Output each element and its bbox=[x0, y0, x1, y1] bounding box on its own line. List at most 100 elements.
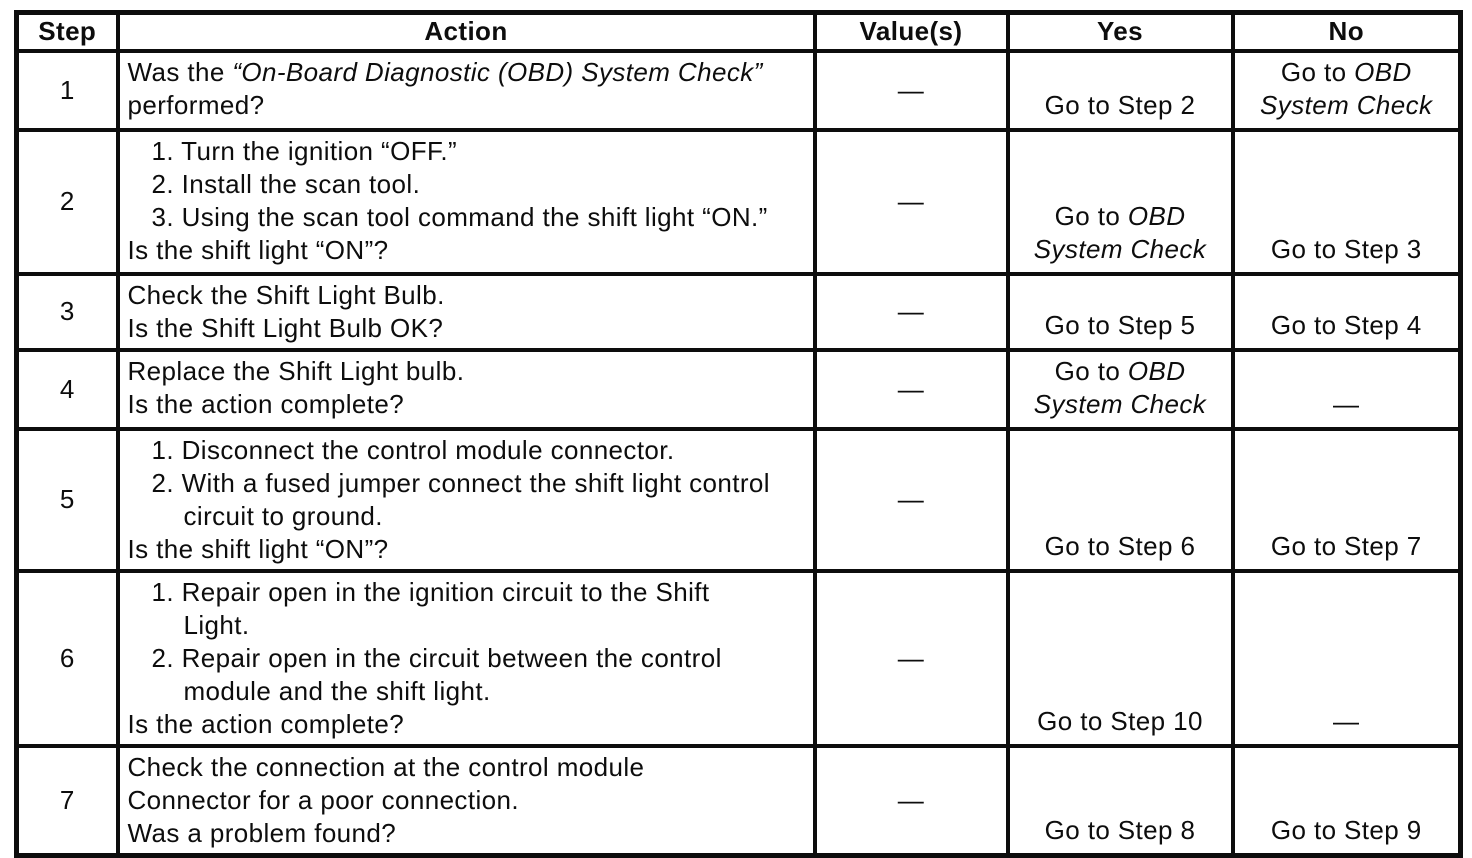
text-run: Go to Step 7 bbox=[1270, 530, 1422, 561]
step-cell: 3 bbox=[14, 271, 120, 352]
column-header-action: Action bbox=[115, 10, 817, 53]
action-line: Connector for a poor connection. bbox=[128, 784, 805, 817]
values-cell: — bbox=[812, 48, 1010, 132]
action-line: 2. Repair open in the circuit between th… bbox=[128, 642, 805, 675]
no-cell: Go to Step 7 bbox=[1230, 426, 1463, 573]
values-cell: — bbox=[812, 426, 1010, 573]
text-run: circuit to ground. bbox=[183, 500, 383, 531]
text-run: Go to Step 4 bbox=[1270, 309, 1422, 340]
action-line: performed? bbox=[128, 89, 805, 122]
values-cell: — bbox=[812, 271, 1010, 352]
text-run: performed? bbox=[127, 89, 265, 120]
text-run: Go to Step 10 bbox=[1037, 705, 1203, 736]
text-run: Replace the Shift Light bulb. bbox=[127, 355, 465, 386]
action-line: circuit to ground. bbox=[128, 500, 805, 533]
action-cell: Was the “On-Board Diagnostic (OBD) Syste… bbox=[115, 48, 817, 132]
values-cell: — bbox=[812, 347, 1010, 431]
step-cell: 6 bbox=[14, 568, 120, 748]
text-run: module and the shift light. bbox=[183, 675, 491, 706]
action-line: Is the shift light “ON”? bbox=[128, 533, 805, 566]
column-header-no: No bbox=[1230, 10, 1463, 53]
italic-text-run: “On-Board Diagnostic (OBD) System Check” bbox=[232, 56, 763, 87]
text-run: Go to Step 5 bbox=[1044, 309, 1196, 340]
italic-text-run: OBD bbox=[1127, 200, 1186, 231]
action-line: 2. With a fused jumper connect the shift… bbox=[128, 467, 805, 500]
action-cell: 1. Turn the ignition “OFF.”2. Install th… bbox=[115, 127, 817, 276]
text-run: Go to Step 9 bbox=[1270, 814, 1422, 845]
no-cell: — bbox=[1230, 347, 1463, 431]
no-line: — bbox=[1243, 705, 1451, 738]
step-cell: 1 bbox=[14, 48, 120, 132]
no-cell: Go to Step 3 bbox=[1230, 127, 1463, 276]
text-run: Is the shift light “ON”? bbox=[127, 533, 389, 564]
text-run: Go to bbox=[1280, 56, 1355, 87]
text-run: Is the action complete? bbox=[127, 388, 405, 419]
action-line: 1. Disconnect the control module connect… bbox=[128, 434, 805, 467]
action-line: Was the “On-Board Diagnostic (OBD) Syste… bbox=[128, 56, 805, 89]
text-run: Go to Step 2 bbox=[1044, 89, 1196, 120]
action-line: Replace the Shift Light bulb. bbox=[128, 355, 805, 388]
no-line: Go to Step 4 bbox=[1243, 309, 1451, 342]
text-run: 1. Turn the ignition “OFF.” bbox=[151, 135, 458, 166]
action-line: 1. Turn the ignition “OFF.” bbox=[128, 135, 805, 168]
italic-text-run: System Check bbox=[1033, 388, 1207, 419]
action-cell: 1. Repair open in the ignition circuit t… bbox=[115, 568, 817, 748]
values-cell: — bbox=[812, 743, 1010, 857]
yes-line: Go to Step 10 bbox=[1018, 705, 1223, 738]
text-run: — bbox=[1333, 388, 1360, 419]
text-run: Go to Step 3 bbox=[1270, 233, 1422, 264]
text-run: 2. Repair open in the circuit between th… bbox=[151, 642, 722, 673]
action-line: Check the Shift Light Bulb. bbox=[128, 279, 805, 312]
no-line: Go to Step 3 bbox=[1243, 233, 1451, 266]
column-header-yes: Yes bbox=[1005, 10, 1235, 53]
italic-text-run: OBD bbox=[1354, 56, 1412, 87]
action-line: 2. Install the scan tool. bbox=[128, 168, 805, 201]
text-run: Go to bbox=[1054, 355, 1128, 386]
yes-line: Go to Step 6 bbox=[1018, 530, 1223, 563]
action-line: Check the connection at the control modu… bbox=[128, 751, 805, 784]
text-run: 1. Disconnect the control module connect… bbox=[151, 434, 675, 465]
text-run: 1. Repair open in the ignition circuit t… bbox=[151, 576, 710, 607]
values-cell: — bbox=[812, 568, 1010, 748]
yes-line: Go to Step 2 bbox=[1018, 89, 1223, 122]
yes-line: Go to OBD bbox=[1018, 355, 1223, 388]
no-line: System Check bbox=[1243, 89, 1451, 122]
action-line: Light. bbox=[128, 609, 805, 642]
no-cell: Go to Step 4 bbox=[1230, 271, 1463, 352]
no-line: Go to OBD bbox=[1243, 56, 1451, 89]
text-run: Was the bbox=[127, 56, 233, 87]
yes-cell: Go to Step 10 bbox=[1005, 568, 1235, 748]
step-cell: 2 bbox=[14, 127, 120, 276]
action-line: Is the action complete? bbox=[128, 388, 805, 421]
step-cell: 7 bbox=[14, 743, 120, 857]
text-run: Is the shift light “ON”? bbox=[127, 234, 389, 265]
text-run: Was a problem found? bbox=[127, 817, 397, 848]
text-run: — bbox=[1333, 705, 1360, 736]
yes-line: System Check bbox=[1018, 388, 1223, 421]
text-run: Check the Shift Light Bulb. bbox=[127, 279, 445, 310]
table-row-step-6: 6 1. Repair open in the ignition circuit … bbox=[14, 568, 1463, 748]
text-run: Is the Shift Light Bulb OK? bbox=[127, 312, 444, 343]
action-line: Was a problem found? bbox=[128, 817, 805, 850]
no-cell: Go to Step 9 bbox=[1230, 743, 1463, 857]
no-cell: — bbox=[1230, 568, 1463, 748]
action-line: Is the Shift Light Bulb OK? bbox=[128, 312, 805, 345]
text-run: 3. Using the scan tool command the shift… bbox=[151, 201, 768, 232]
italic-text-run: System Check bbox=[1033, 233, 1207, 264]
yes-cell: Go to Step 6 bbox=[1005, 426, 1235, 573]
no-line: Go to Step 9 bbox=[1243, 814, 1451, 847]
text-run: Check the connection at the control modu… bbox=[127, 751, 645, 782]
no-line: — bbox=[1243, 388, 1451, 421]
yes-line: Go to Step 8 bbox=[1018, 814, 1223, 847]
text-run: Light. bbox=[183, 609, 250, 640]
